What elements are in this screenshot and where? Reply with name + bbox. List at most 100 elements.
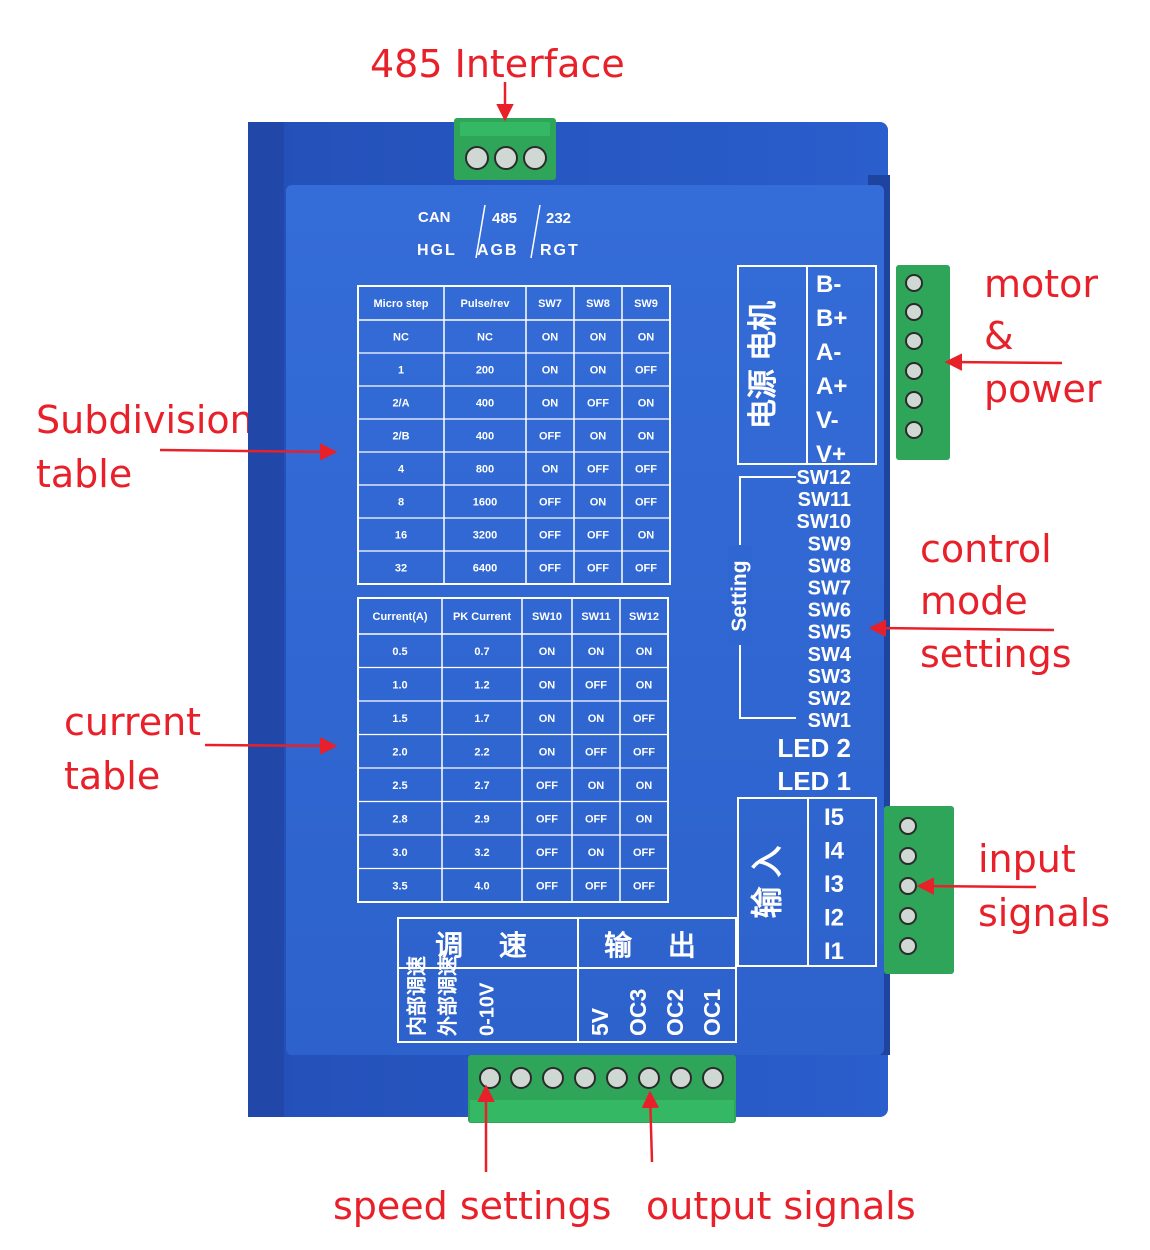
callout-speed-settings: speed settings — [333, 1184, 612, 1228]
output-header: 输 出 — [604, 929, 710, 961]
output-pin-label: 5V — [587, 1007, 613, 1036]
table-cell: OFF — [585, 746, 607, 758]
table-cell: OFF — [635, 464, 657, 476]
arrow-output — [641, 1090, 660, 1163]
table-header-cell: PK Current — [453, 611, 511, 623]
table-cell: OFF — [633, 880, 655, 892]
table-cell: ON — [542, 365, 559, 377]
callout-input-signals: input signals — [978, 837, 1111, 935]
power-motor-label-block: 电源 电机 B-B+A-A+V-V+ — [737, 265, 877, 468]
table-header-cell: Micro step — [373, 298, 428, 310]
table-cell: 2/A — [392, 398, 409, 410]
table-cell: ON — [539, 646, 556, 658]
power-pin-label: B- — [816, 271, 841, 298]
table-cell: 3.5 — [392, 880, 407, 892]
arrow-subdivision — [159, 443, 338, 461]
table-cell: ON — [539, 713, 556, 725]
table-cell: NC — [477, 332, 493, 344]
callout-output-signals: output signals — [646, 1184, 916, 1228]
table-cell: 400 — [476, 398, 494, 410]
table-cell: OFF — [585, 880, 607, 892]
switch-label: SW3 — [808, 666, 851, 688]
comm-can: CAN — [418, 209, 451, 226]
power-pin-label: V+ — [816, 441, 846, 468]
table-cell: ON — [590, 431, 607, 443]
table-cell: 3200 — [473, 530, 497, 542]
table-cell: 4 — [398, 464, 405, 476]
table-cell: 200 — [476, 365, 494, 377]
switch-label: SW8 — [808, 555, 851, 577]
table-cell: OFF — [585, 679, 607, 691]
speed-pin-label: 0-10V — [476, 982, 498, 1036]
table-cell: ON — [636, 646, 653, 658]
table-cell: OFF — [587, 464, 609, 476]
switch-label: SW1 — [808, 710, 851, 732]
table-border — [357, 597, 669, 903]
input-pin-label: I2 — [824, 905, 844, 932]
output-pin-label: OC2 — [662, 989, 688, 1036]
table-cell: OFF — [536, 780, 558, 792]
arrow-control-mode — [868, 619, 1055, 637]
table-cell: ON — [588, 847, 605, 859]
table-header-cell: SW10 — [532, 611, 562, 623]
power-motor-chinese-label: 电源 电机 — [747, 301, 780, 429]
table-cell: ON — [638, 431, 655, 443]
table-cell: 1.2 — [474, 679, 489, 691]
table-cell: ON — [539, 746, 556, 758]
table-cell: OFF — [587, 398, 609, 410]
table-cell: OFF — [539, 431, 561, 443]
callout-subdivision-table: Subdivision table — [36, 398, 254, 496]
table-header-cell: Current(A) — [373, 611, 428, 623]
table-cell: OFF — [635, 563, 657, 575]
table-cell: OFF — [635, 365, 657, 377]
terminal-motor-power — [896, 265, 950, 460]
switch-label: SW10 — [797, 511, 851, 533]
table-cell: OFF — [539, 563, 561, 575]
comm-rgt: RGT — [540, 242, 580, 259]
table-cell: OFF — [539, 497, 561, 509]
comm-485: 485 — [492, 210, 517, 227]
table-header-cell: SW11 — [581, 611, 610, 623]
table-cell: 2.0 — [392, 746, 407, 758]
table-cell: 0.5 — [392, 646, 407, 658]
switch-label: SW11 — [798, 489, 851, 511]
table-cell: 800 — [476, 464, 494, 476]
input-pin-label: I4 — [824, 838, 845, 865]
power-pin-label: A- — [816, 339, 841, 366]
table-cell: 16 — [395, 530, 407, 542]
table-cell: ON — [539, 679, 556, 691]
table-cell: ON — [638, 530, 655, 542]
table-header-cell: SW12 — [629, 611, 659, 623]
callout-485-interface: 485 Interface — [370, 42, 625, 86]
table-cell: OFF — [633, 713, 655, 725]
table-cell: ON — [588, 646, 605, 658]
table-cell: OFF — [633, 847, 655, 859]
table-cell: 1600 — [473, 497, 497, 509]
power-pin-label: B+ — [816, 305, 847, 332]
table-cell: 1.5 — [392, 713, 407, 725]
arrow-current — [204, 737, 338, 755]
input-chinese-label: 输 入 — [749, 846, 785, 919]
speed-pin-label: 内部调速 — [404, 956, 428, 1036]
input-pin-label: I5 — [824, 804, 844, 831]
table-header-cell: SW7 — [538, 298, 562, 310]
table-cell: 2.8 — [392, 813, 407, 825]
table-header-cell: SW9 — [634, 298, 658, 310]
table-cell: 6400 — [473, 563, 497, 575]
table-cell: 32 — [395, 563, 407, 575]
table-cell: 2.7 — [474, 780, 489, 792]
table-header-cell: SW8 — [586, 298, 610, 310]
arrow-motor-power — [944, 353, 1063, 371]
table-cell: ON — [636, 679, 653, 691]
switch-label: SW7 — [808, 578, 851, 600]
switch-label: SW5 — [808, 622, 851, 644]
table-cell: OFF — [536, 880, 558, 892]
terminal-485 — [454, 118, 556, 180]
comm-agb: AGB — [477, 242, 519, 259]
table-cell: ON — [590, 365, 607, 377]
switch-label: SW6 — [808, 600, 851, 622]
table-cell: 2.5 — [392, 780, 407, 792]
table-cell: 1.0 — [392, 679, 407, 691]
